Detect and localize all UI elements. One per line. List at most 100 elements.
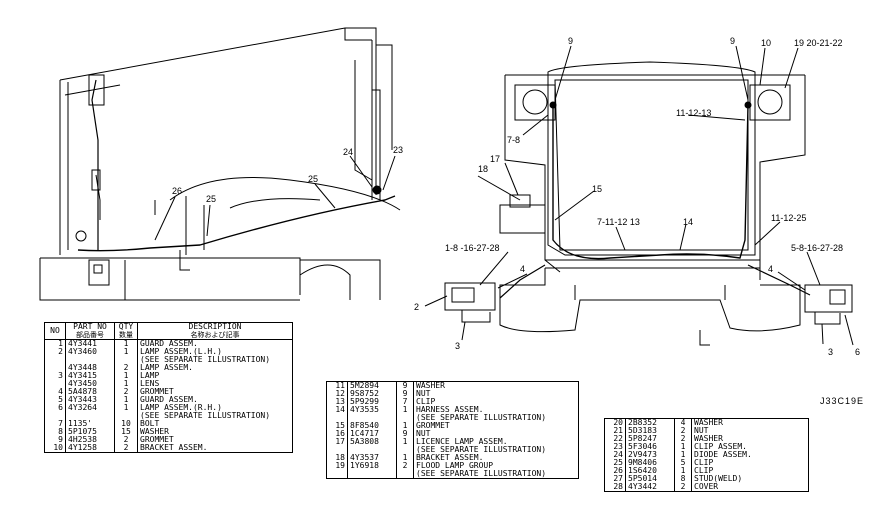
cell-qty: 1 xyxy=(396,406,414,414)
cell-qty: 1 xyxy=(114,380,138,388)
cell-description: GUARD ASSEM. xyxy=(137,339,293,348)
cell-qty: 5 xyxy=(674,459,692,467)
cell-item-no: 8 xyxy=(58,427,63,436)
cell-part-no: 2B8352 xyxy=(625,418,675,427)
callout-label: 11-12-25 xyxy=(771,213,806,223)
callout-label: 5-8-16-27-28 xyxy=(791,243,843,253)
cell-description: BRACKET ASSEM. xyxy=(413,454,579,462)
col-description-label: DESCRIPTION xyxy=(188,322,242,331)
cell-part-no: 4H2538 xyxy=(65,436,115,444)
cell-item-no: 20 xyxy=(613,418,623,427)
cell-qty xyxy=(396,446,414,454)
cell-item-no: 6 xyxy=(58,403,63,412)
cell-part-no: 5D3183 xyxy=(625,427,675,435)
cell-part-no: 1C4717 xyxy=(347,430,397,438)
cell-part-no xyxy=(65,412,115,420)
cell-description: (SEE SEPARATE ILLUSTRATION) xyxy=(413,470,579,479)
cell-qty xyxy=(114,356,138,364)
cell-description: (SEE SEPARATE ILLUSTRATION) xyxy=(137,412,293,420)
cell-item-no: 4 xyxy=(58,387,63,396)
cell-description: LENS xyxy=(137,380,293,388)
cell-item-no: 5 xyxy=(58,395,63,404)
cell-description: GROMMET xyxy=(413,422,579,430)
cell-item-no: 16 xyxy=(335,429,345,438)
callout-label: 9 xyxy=(568,36,573,46)
cell-item-no xyxy=(327,470,348,479)
side-view-drawing xyxy=(39,27,401,301)
callout-label: 1-8 -16-27-28 xyxy=(445,243,500,253)
cell-description: BOLT xyxy=(137,420,293,428)
cell-qty: 8 xyxy=(674,475,692,483)
cell-description: STUD(WELD) xyxy=(691,475,809,483)
cell-description: CLIP xyxy=(413,398,579,406)
cell-part-no: 1135' xyxy=(65,420,115,428)
cell-description: FLOOD LAMP GROUP xyxy=(413,462,579,470)
cell-part-no: 5P9299 xyxy=(347,398,397,406)
cell-qty xyxy=(396,470,414,479)
table-row: (SEE SEPARATE ILLUSTRATION) xyxy=(327,414,579,422)
cell-qty: 1 xyxy=(396,454,414,462)
cell-part-no: 1S6420 xyxy=(625,467,675,475)
cell-description: WASHER xyxy=(137,428,293,436)
cell-item-no: 2 xyxy=(58,347,63,356)
cell-part-no: 4Y3450 xyxy=(65,380,115,388)
cell-qty: 2 xyxy=(114,388,138,396)
cell-description: LICENCE LAMP ASSEM. xyxy=(413,438,579,446)
cell-qty: 2 xyxy=(674,483,692,492)
cell-part-no: 4Y3443 xyxy=(65,396,115,404)
cell-item-no: 13 xyxy=(335,397,345,406)
cell-item-no: 23 xyxy=(613,442,623,451)
callout-label: 7-8 xyxy=(507,135,520,145)
cell-qty: 2 xyxy=(114,364,138,372)
cell-part-no: 5P5014 xyxy=(625,475,675,483)
cell-qty: 1 xyxy=(114,404,138,412)
cell-description: LAMP ASSEM. xyxy=(137,364,293,372)
cell-part-no: 5P8247 xyxy=(625,435,675,443)
cell-description: GROMMET xyxy=(137,388,293,396)
callout-label: 25 xyxy=(206,194,216,204)
cell-item-no: 7 xyxy=(58,419,63,428)
cell-qty: 4 xyxy=(674,418,692,427)
cell-item-no: 25 xyxy=(613,458,623,467)
cell-part-no: 4Y3537 xyxy=(347,454,397,462)
cell-description: NUT xyxy=(413,390,579,398)
cell-item-no: 15 xyxy=(335,421,345,430)
callout-label: 9 xyxy=(730,36,735,46)
callout-label: 15 xyxy=(592,184,602,194)
table-row: (SEE SEPARATE ILLUSTRATION) xyxy=(45,356,293,364)
cell-qty: 1 xyxy=(114,396,138,404)
cell-part-no: 5A3808 xyxy=(347,438,397,446)
table-row: (SEE SEPARATE ILLUSTRATION) xyxy=(327,446,579,454)
callout-label: 7-11-12 13 xyxy=(597,217,640,227)
cell-description: BRACKET ASSEM. xyxy=(137,444,293,453)
cell-item-no: 14 xyxy=(335,405,345,414)
cell-item-no: 3 xyxy=(58,371,63,380)
cell-description: (SEE SEPARATE ILLUSTRATION) xyxy=(413,414,579,422)
col-qty-label: QTY xyxy=(118,322,134,331)
cell-item-no: 22 xyxy=(613,434,623,443)
cell-qty: 15 xyxy=(114,428,138,436)
cell-item-no: 10 xyxy=(53,443,63,452)
cell-part-no: 4Y3460 xyxy=(65,348,115,356)
cell-description: (SEE SEPARATE ILLUSTRATION) xyxy=(413,446,579,454)
